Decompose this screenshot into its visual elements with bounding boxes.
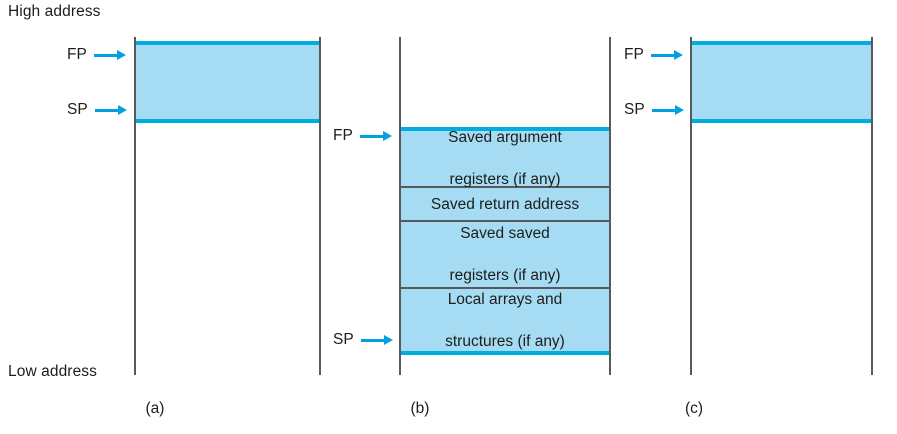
panel-b-fp-pointer: FP [333, 126, 394, 146]
arrow-right-icon [94, 105, 129, 116]
arrow-right-icon [651, 105, 686, 116]
cell-line-1: Saved saved [460, 225, 550, 242]
panel-b-left-rail [399, 37, 401, 375]
panel-a-fp-label: FP [67, 46, 87, 63]
cell-line-1: Saved argument [448, 129, 562, 146]
panel-c-sp-label: SP [624, 101, 645, 118]
panel-b-caption: (b) [410, 400, 430, 417]
cell-line-2: registers (if any) [449, 171, 561, 188]
panel-c-frame-block [692, 41, 871, 123]
panel-b-cell-saved-argument-registers: Saved argument registers (if any) [401, 127, 609, 188]
panel-b-sp-label: SP [333, 331, 354, 348]
panel-c-caption: (c) [684, 400, 704, 417]
arrow-right-icon [93, 50, 128, 61]
panel-c-right-rail [871, 37, 873, 375]
cell-line-1: Saved return address [430, 195, 580, 213]
panel-c-sp-pointer: SP [624, 100, 686, 120]
arrow-right-icon [650, 50, 685, 61]
panel-b-cell-local-arrays-and-structures: Local arrays and structures (if any) [401, 288, 609, 355]
panel-c-fp-pointer: FP [624, 45, 685, 65]
panel-a-frame-block [136, 41, 319, 123]
panel-c-left-rail [690, 37, 692, 375]
low-address-label: Low address [8, 363, 97, 380]
panel-b-cell-saved-saved-registers: Saved saved registers (if any) [401, 221, 609, 288]
panel-a-left-rail [134, 37, 136, 375]
panel-b-cell-saved-return-address: Saved return address [401, 187, 609, 221]
high-address-label: High address [8, 3, 101, 20]
panel-a-sp-pointer: SP [67, 100, 129, 120]
cell-line-1: Local arrays and [447, 290, 563, 308]
panel-a-right-rail [319, 37, 321, 375]
cell-line-2: structures (if any) [445, 332, 565, 350]
panel-a-caption: (a) [145, 400, 165, 417]
panel-b-right-rail [609, 37, 611, 375]
arrow-right-icon [360, 335, 395, 346]
panel-a-sp-label: SP [67, 101, 88, 118]
panel-c-fp-label: FP [624, 46, 644, 63]
arrow-right-icon [359, 131, 394, 142]
cell-line-2: registers (if any) [449, 267, 561, 284]
panel-a-fp-pointer: FP [67, 45, 128, 65]
panel-b-fp-label: FP [333, 127, 353, 144]
panel-b-sp-pointer: SP [333, 330, 395, 350]
